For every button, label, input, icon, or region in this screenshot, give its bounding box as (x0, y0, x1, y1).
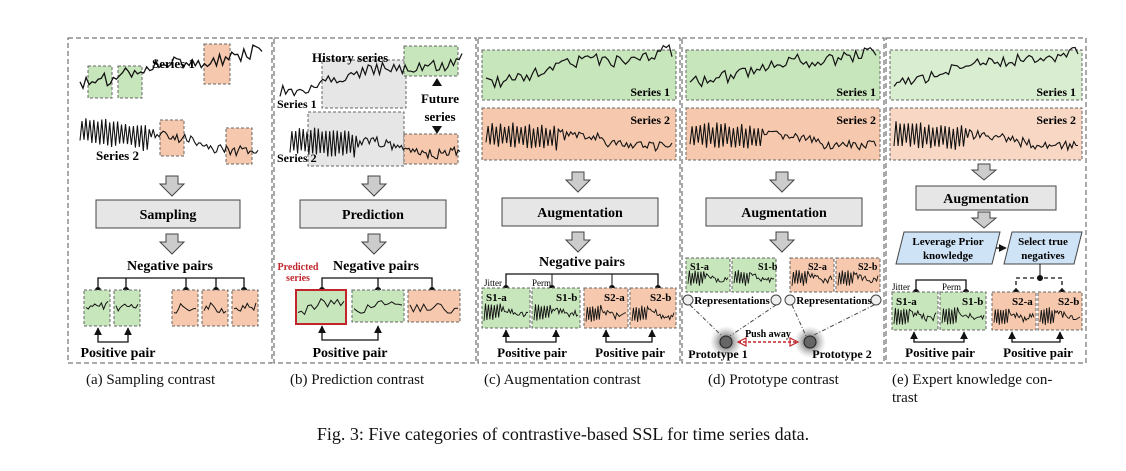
augmentation-label: Augmentation (943, 192, 1029, 207)
series-1-label: Series 1 (836, 85, 876, 99)
augmentation-box (705, 197, 863, 227)
series-2-label: Series 2 (836, 113, 876, 127)
select-label-1: Select true (1018, 236, 1068, 248)
prior-label-1: Leverage Prior (912, 236, 983, 248)
sampling-label: Sampling (140, 208, 197, 223)
select-label-2: negatives (1021, 250, 1065, 262)
series-2-label: Series 2 (1036, 113, 1076, 127)
positive-bracket (94, 327, 132, 343)
panel-e: Series 1 Series 2 Augmentation Leverage … (885, 37, 1087, 364)
s2a-label: S2-a (1012, 296, 1033, 308)
augmentation-label: Augmentation (537, 206, 623, 221)
caption-d: (d) Prototype contrast (708, 372, 839, 388)
positive-sample-1 (83, 289, 111, 327)
down-arrow (158, 175, 186, 197)
caption-a: (a) Sampling contrast (86, 372, 216, 388)
s1a-label: S1-a (486, 292, 507, 304)
future-label-2: series (424, 109, 455, 124)
caption-e-line1: (e) Expert knowledge con- (892, 372, 1053, 388)
prototype-1-label: Prototype 1 (688, 347, 747, 361)
negative-pairs-label: Negative pairs (127, 259, 213, 274)
s1b-label: S1-b (962, 296, 983, 308)
representations-label-2: Representations (796, 295, 872, 307)
perm-label: Perm (532, 278, 551, 288)
jitter-label: Jitter (892, 282, 910, 292)
panel-a: Series 1 Series 2 Sampling Negative pair… (67, 37, 273, 364)
positive-pair-label: Positive pair (80, 346, 155, 361)
jitter-label: Jitter (484, 278, 502, 288)
series-2-label: Series 2 (630, 113, 670, 127)
s2b-label: S2-b (858, 262, 878, 273)
panel-e-frame (885, 37, 1087, 364)
prior-knowledge-box (895, 231, 1001, 265)
positive-pair-label-1: Positive pair (905, 345, 975, 360)
prior-label-2: knowledge (923, 250, 973, 262)
series-2-line (79, 118, 259, 158)
predicted-label-1: Predicted (278, 262, 319, 273)
series-2-label: Series 2 (96, 148, 139, 163)
down-arrow (158, 233, 186, 255)
sampling-box (95, 199, 241, 229)
series-1-line (79, 44, 263, 91)
series-2-label: Series 2 (277, 151, 317, 165)
history-series-label: History series (312, 50, 388, 65)
positive-pair-label: Positive pair (312, 346, 387, 361)
series-1-label: Series 1 (277, 97, 317, 111)
positive-pair-label-1: Positive pair (497, 345, 567, 360)
sample-box-green-2 (117, 65, 143, 99)
panel-b: History series Series 1 Future series Se… (273, 37, 477, 364)
s1b-label: S1-b (758, 262, 778, 273)
negative-bracket (97, 277, 245, 290)
augmentation-box (501, 197, 659, 227)
representations-label-1: Representations (694, 295, 770, 307)
positive-pair-label-2: Positive pair (1003, 345, 1073, 360)
augmentation-label: Augmentation (741, 206, 827, 221)
panel-c-frame (477, 37, 681, 364)
s2b-label: S2-b (650, 292, 671, 304)
series-1-label: Series 1 (630, 85, 670, 99)
negative-pairs-label: Negative pairs (333, 259, 419, 274)
predicted-series-box (295, 289, 347, 325)
panel-d: Series 1 Series 2 Augmentation S1-a S1-b… (681, 37, 885, 364)
future-box-1 (403, 45, 459, 77)
augmentation-box (915, 185, 1057, 211)
sample-box-orange-3 (225, 127, 253, 165)
predicted-label-2: series (286, 273, 310, 284)
caption-b: (b) Prediction contrast (290, 372, 425, 388)
s1a-label: S1-a (690, 262, 709, 273)
perm-label: Perm (942, 282, 961, 292)
s2b-label: S2-b (1058, 296, 1079, 308)
history-box-1 (321, 59, 407, 109)
positive-pair-label-2: Positive pair (595, 345, 665, 360)
prediction-label: Prediction (342, 208, 404, 223)
future-label-1: Future (421, 91, 459, 106)
series-1-label: Series 1 (1036, 85, 1076, 99)
future-series-box (351, 289, 405, 323)
series-1-label: Series 1 (152, 56, 195, 71)
s1b-label: S1-b (556, 292, 577, 304)
prototype-2-label: Prototype 2 (812, 347, 871, 361)
caption-c: (c) Augmentation contrast (484, 372, 641, 388)
negative-pairs-label: Negative pairs (539, 255, 625, 270)
panel-b-frame (273, 37, 477, 364)
panel-d-frame (681, 37, 885, 364)
s1a-label: S1-a (896, 296, 917, 308)
select-negatives-box (1003, 231, 1083, 265)
s2a-label: S2-a (808, 262, 827, 273)
caption-e-line2: trast (892, 390, 918, 406)
figure-caption: Fig. 3: Five categories of contrastive-b… (316, 424, 810, 444)
s2a-label: S2-a (604, 292, 625, 304)
panel-c: Series 1 Series 2 Augmentation Negative … (477, 37, 681, 364)
push-away-label: Push away (745, 329, 791, 340)
prediction-box (299, 199, 447, 229)
